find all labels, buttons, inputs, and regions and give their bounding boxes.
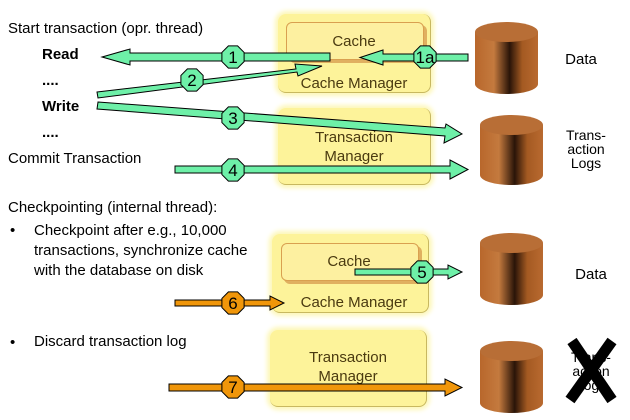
transaction-manager-box-bottom [270, 330, 427, 407]
step-badge-6: 6 [221, 291, 245, 315]
discard-x-icon [565, 337, 617, 404]
step-badge-label: 7 [228, 378, 237, 397]
octagon-badge-shape [221, 106, 245, 130]
octagon-badge-shape [413, 45, 437, 69]
commit-transaction-text: Commit Transaction [8, 150, 142, 167]
dots-2: .... [42, 124, 59, 141]
cache-manager-label-bottom: Cache Manager [300, 294, 408, 311]
step-badge-2: 2 [180, 68, 204, 92]
step-badge-label: 1a [416, 48, 435, 67]
octagon-badge-shape [221, 45, 245, 69]
arrow-4 [174, 159, 470, 180]
logs-cylinder-top [480, 115, 543, 185]
step-badge-7: 7 [221, 375, 245, 399]
logs-cylinder-bottom [480, 341, 543, 413]
octagon-badge-shape [221, 375, 245, 399]
bullet-1-marker: • [10, 222, 16, 239]
data-label-top: Data [565, 51, 597, 68]
cache-manager-label-top: Cache Manager [300, 75, 408, 92]
step-badge-3: 3 [221, 106, 245, 130]
arrow-3 [96, 101, 464, 144]
read-text: Read [42, 46, 79, 63]
octagon-badge-shape [410, 260, 434, 284]
arrow-2 [96, 63, 323, 99]
transaction-manager-label-bottom: Transaction Manager [309, 349, 387, 385]
octagon-badge-shape [221, 291, 245, 315]
arrow-5 [354, 264, 464, 280]
cache-label-top: Cache [332, 33, 376, 50]
data-cylinder-top [475, 22, 538, 94]
checkpointing-text: Checkpointing (internal thread): [8, 199, 218, 216]
bullet-2-marker: • [10, 334, 16, 351]
data-label-bottom: Data [575, 266, 607, 283]
arrow-1 [100, 48, 331, 66]
arrow-7 [168, 378, 464, 397]
step-badge-label: 3 [228, 109, 237, 128]
cache-label-bottom: Cache [327, 253, 371, 270]
transaction-manager-label-top: Transaction Manager [315, 129, 393, 165]
start-transaction-text: Start transaction (opr. thread) [8, 20, 204, 37]
octagon-badge-shape [180, 68, 204, 92]
step-badge-label: 4 [228, 161, 237, 180]
dots-1: .... [42, 72, 59, 89]
data-cylinder-bottom [480, 233, 543, 305]
bullet-2-text: Discard transaction log [34, 333, 187, 350]
step-badge-1: 1 [221, 45, 245, 69]
step-badge-1a: 1a [413, 45, 437, 69]
step-badge-label: 2 [187, 71, 196, 90]
step-badge-label: 1 [228, 48, 237, 67]
step-badge-5: 5 [410, 260, 434, 284]
bullet-1-text: Checkpoint after e.g., 10,000 transactio… [34, 222, 248, 279]
step-badge-label: 5 [417, 263, 426, 282]
step-badge-4: 4 [221, 158, 245, 182]
write-text: Write [42, 98, 80, 115]
octagon-badge-shape [221, 158, 245, 182]
step-badge-label: 6 [228, 294, 237, 313]
